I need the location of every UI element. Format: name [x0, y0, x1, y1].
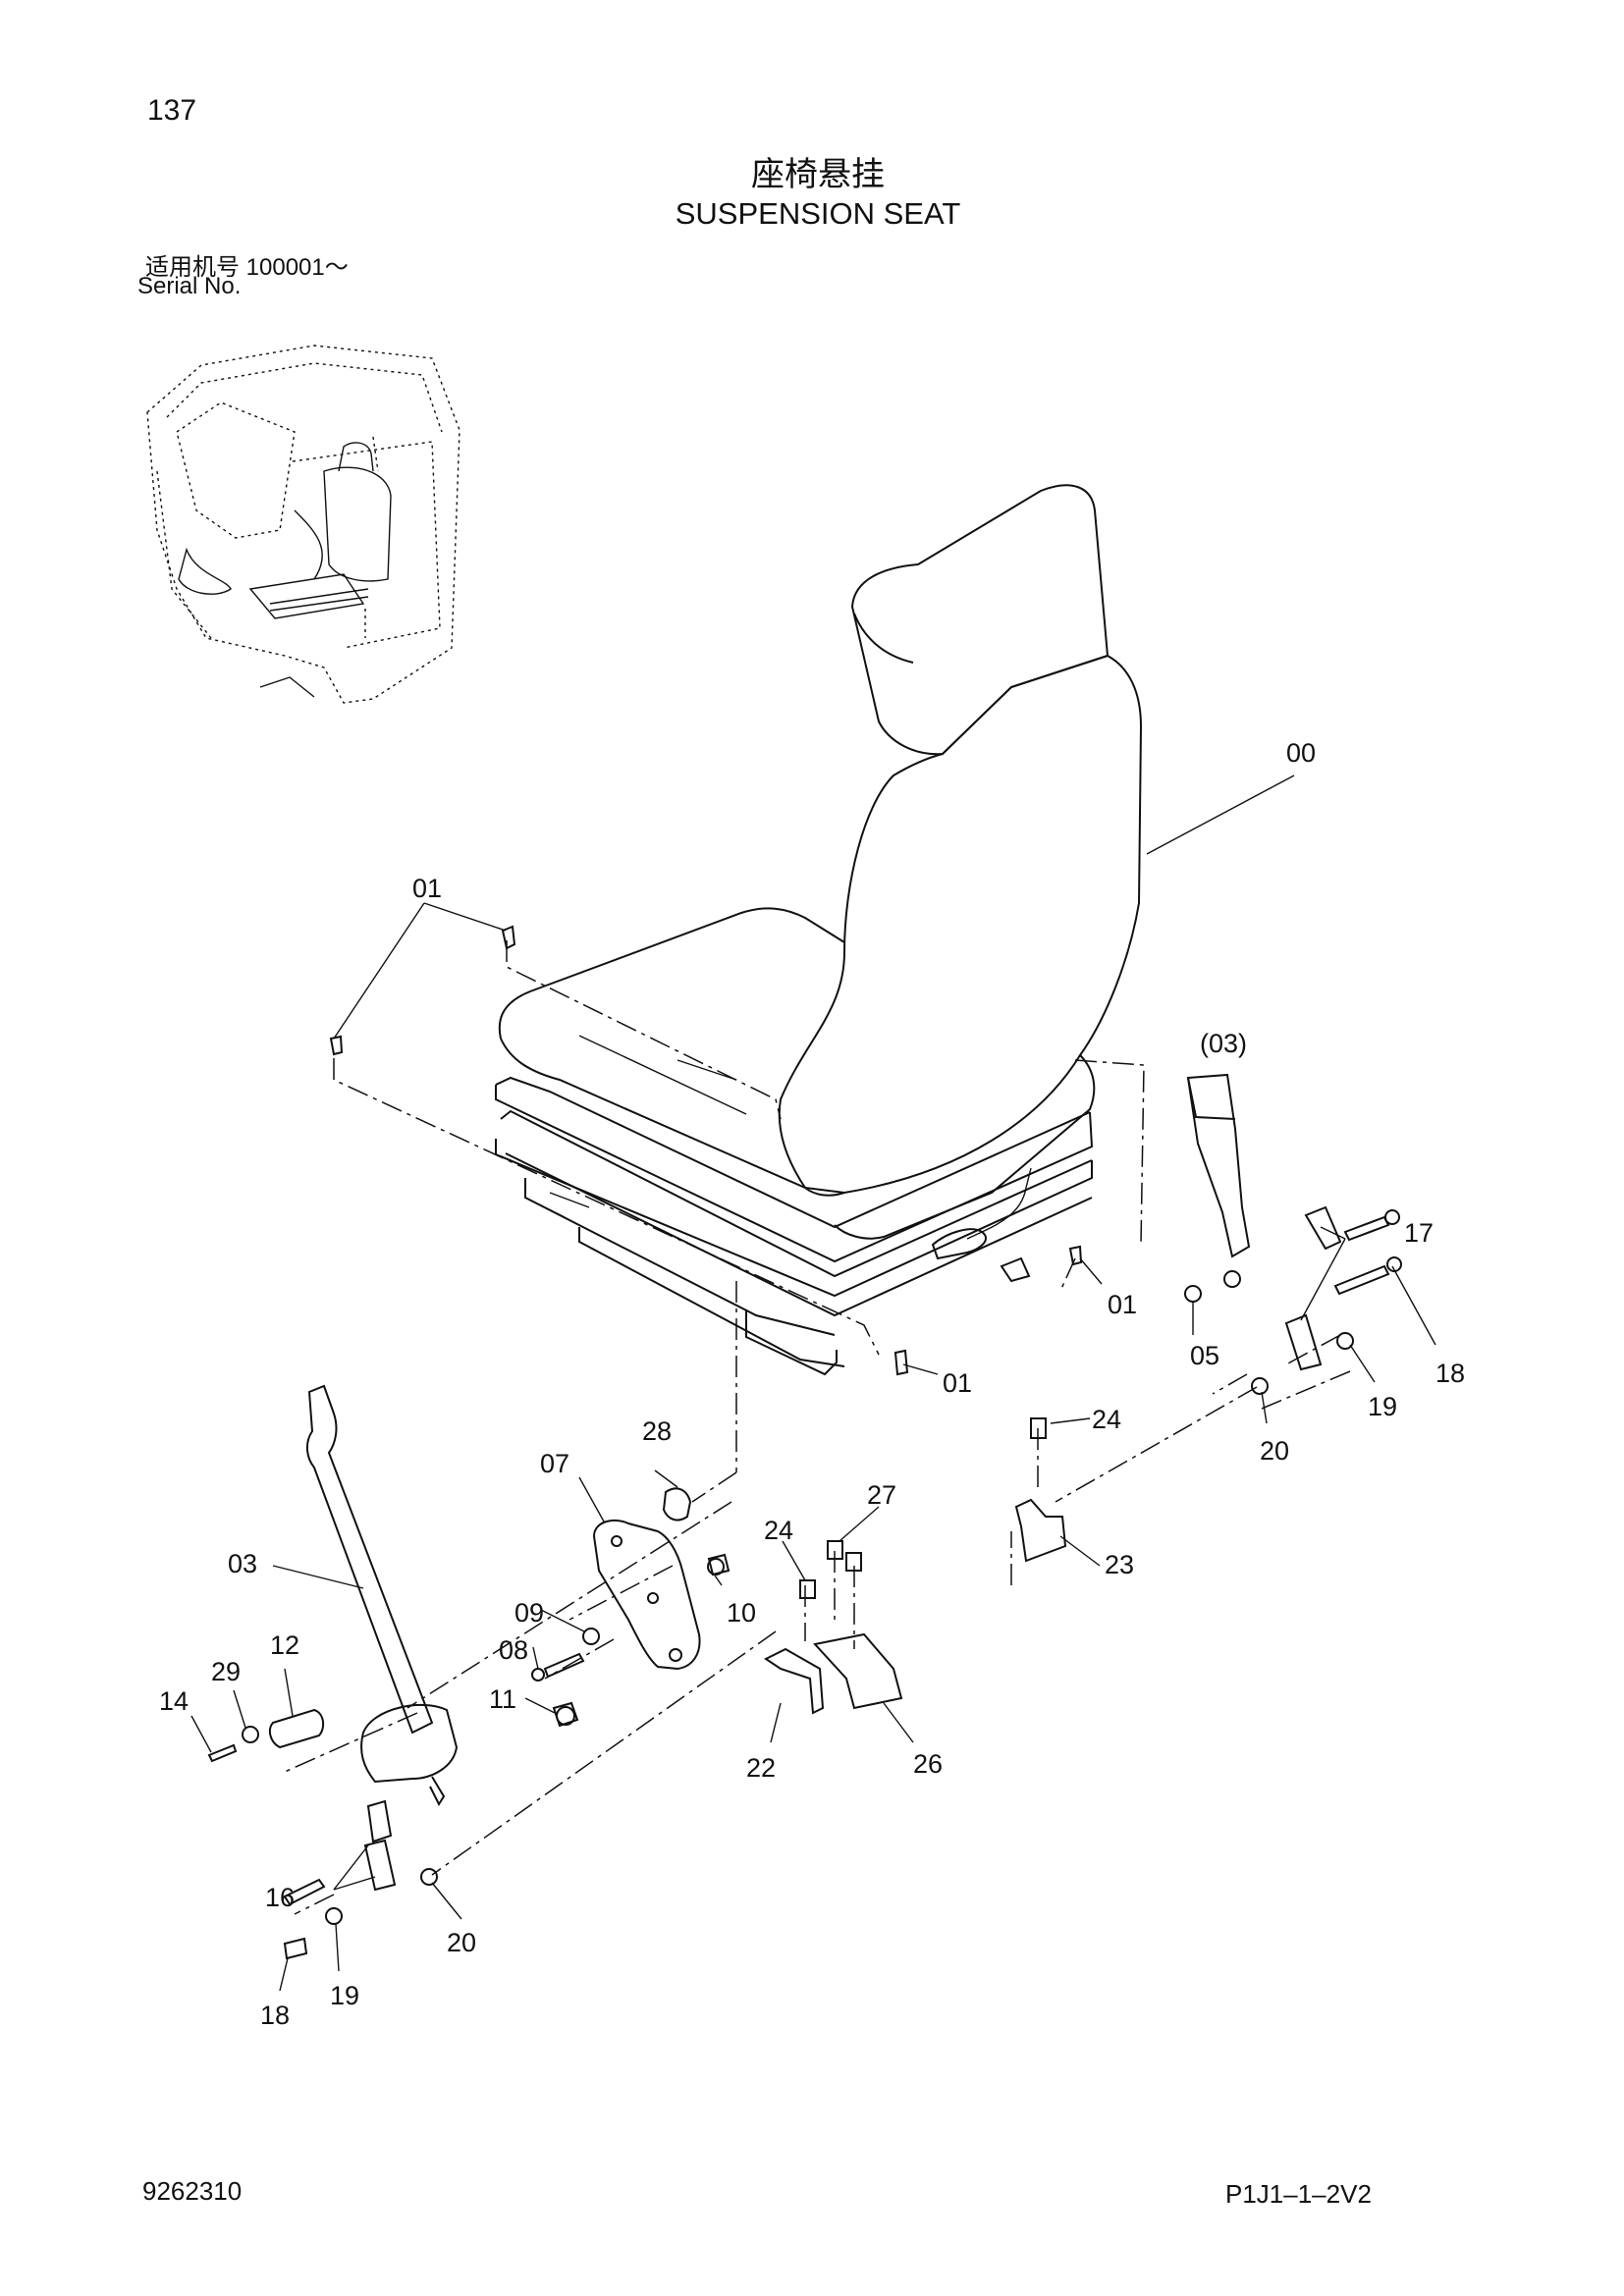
- callout-11: 11: [489, 1684, 516, 1714]
- callout-18-left: 18: [260, 2001, 290, 2030]
- callout-19-right: 19: [1368, 1392, 1397, 1421]
- callout-00: 00: [1286, 738, 1316, 768]
- callout-17: 17: [1404, 1218, 1434, 1248]
- seat-assembly: [495, 484, 1295, 1376]
- callout-01-top: 01: [412, 874, 442, 903]
- callout-24-left: 24: [764, 1516, 793, 1545]
- callout-12: 12: [270, 1630, 299, 1660]
- cab-location-thumbnail: [146, 345, 460, 704]
- callout-08: 08: [499, 1635, 528, 1665]
- serial-label-english: Serial No.: [137, 273, 242, 299]
- callout-18-right: 18: [1435, 1359, 1465, 1388]
- callout-labels: 00 01 01 01 (03) 03 05 07 08 09 10 11 12…: [159, 738, 1465, 2030]
- callout-09: 09: [514, 1598, 544, 1628]
- callout-24-right: 24: [1092, 1405, 1121, 1434]
- serial-label-chinese: 适用机号 100001～: [145, 254, 349, 281]
- page-title-chinese: 座椅悬挂: [751, 156, 885, 193]
- page-number: 137: [147, 94, 197, 127]
- callout-03-buckle: (03): [1200, 1029, 1247, 1058]
- callout-20-left: 20: [447, 1928, 476, 1957]
- callout-23: 23: [1105, 1550, 1134, 1579]
- callout-16: 16: [265, 1883, 295, 1912]
- callout-26: 26: [913, 1749, 943, 1779]
- document-number: 9262310: [142, 2176, 243, 2206]
- callout-28: 28: [642, 1416, 672, 1446]
- callout-20-right: 20: [1260, 1436, 1289, 1466]
- callout-07: 07: [540, 1449, 569, 1478]
- callout-27: 27: [867, 1480, 896, 1510]
- callout-22: 22: [746, 1753, 776, 1783]
- callout-10: 10: [727, 1598, 756, 1628]
- assembly-lines: [284, 940, 1351, 1915]
- callout-19-left: 19: [330, 1981, 359, 2010]
- page-code: P1J1–1–2V2: [1225, 2179, 1372, 2209]
- callout-leaders: [190, 902, 1436, 1992]
- callout-14: 14: [159, 1686, 189, 1716]
- callout-01-bottom: 01: [943, 1368, 972, 1398]
- callout-01-right: 01: [1108, 1290, 1137, 1319]
- callout-29: 29: [211, 1657, 241, 1686]
- hardware-parts: [207, 925, 1402, 1960]
- callout-03-belt: 03: [228, 1549, 257, 1578]
- page-title-english: SUSPENSION SEAT: [675, 196, 961, 231]
- callout-05: 05: [1190, 1341, 1219, 1370]
